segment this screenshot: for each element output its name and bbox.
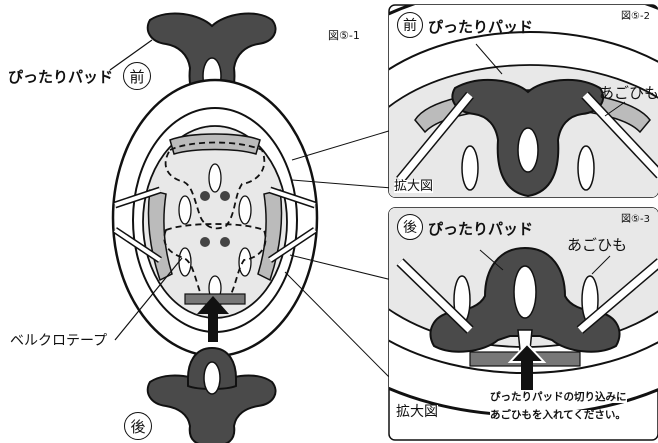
rear-zoom-pad-label: ぴったりパッド (428, 222, 533, 237)
zoom-line-rear-2 (285, 272, 392, 380)
rear-zoom-marker: 後 (397, 214, 423, 240)
front-zoom-marker-text: 前 (403, 15, 417, 35)
front-marker: 前 (123, 62, 151, 90)
front-zoom-strap-label: あごひも (599, 86, 658, 101)
instruction-line-1: ぴったりパッドの切り込みに (490, 392, 627, 403)
velcro-label: ベルクロテープ (10, 334, 107, 348)
rear-zoom-enlarged-label: 拡大図 (396, 405, 438, 419)
front-zoom-marker: 前 (397, 12, 423, 38)
pad-bottom (148, 348, 276, 443)
instruction-line-2: あごひもを入れてください。 (490, 410, 626, 421)
front-zoom-pad-label: ぴったりパッド (428, 20, 533, 35)
figure-label-front-zoom: 図⑤-2 (621, 12, 650, 22)
front-zoom-enlarged-label: 拡大図 (394, 180, 433, 193)
rear-marker-text: 後 (130, 416, 145, 437)
rear-zoom-strap-label: あごひも (567, 238, 627, 253)
figure-label-rear-zoom: 図⑤-3 (621, 215, 650, 225)
pad-label-left: ぴったりパッド (8, 70, 113, 85)
zoom-line-front-1 (292, 130, 392, 160)
front-marker-text: 前 (129, 66, 144, 87)
figure-label-main: 図⑤-1 (328, 30, 360, 41)
rear-zoom-marker-text: 後 (403, 217, 417, 237)
rear-marker: 後 (124, 412, 152, 440)
